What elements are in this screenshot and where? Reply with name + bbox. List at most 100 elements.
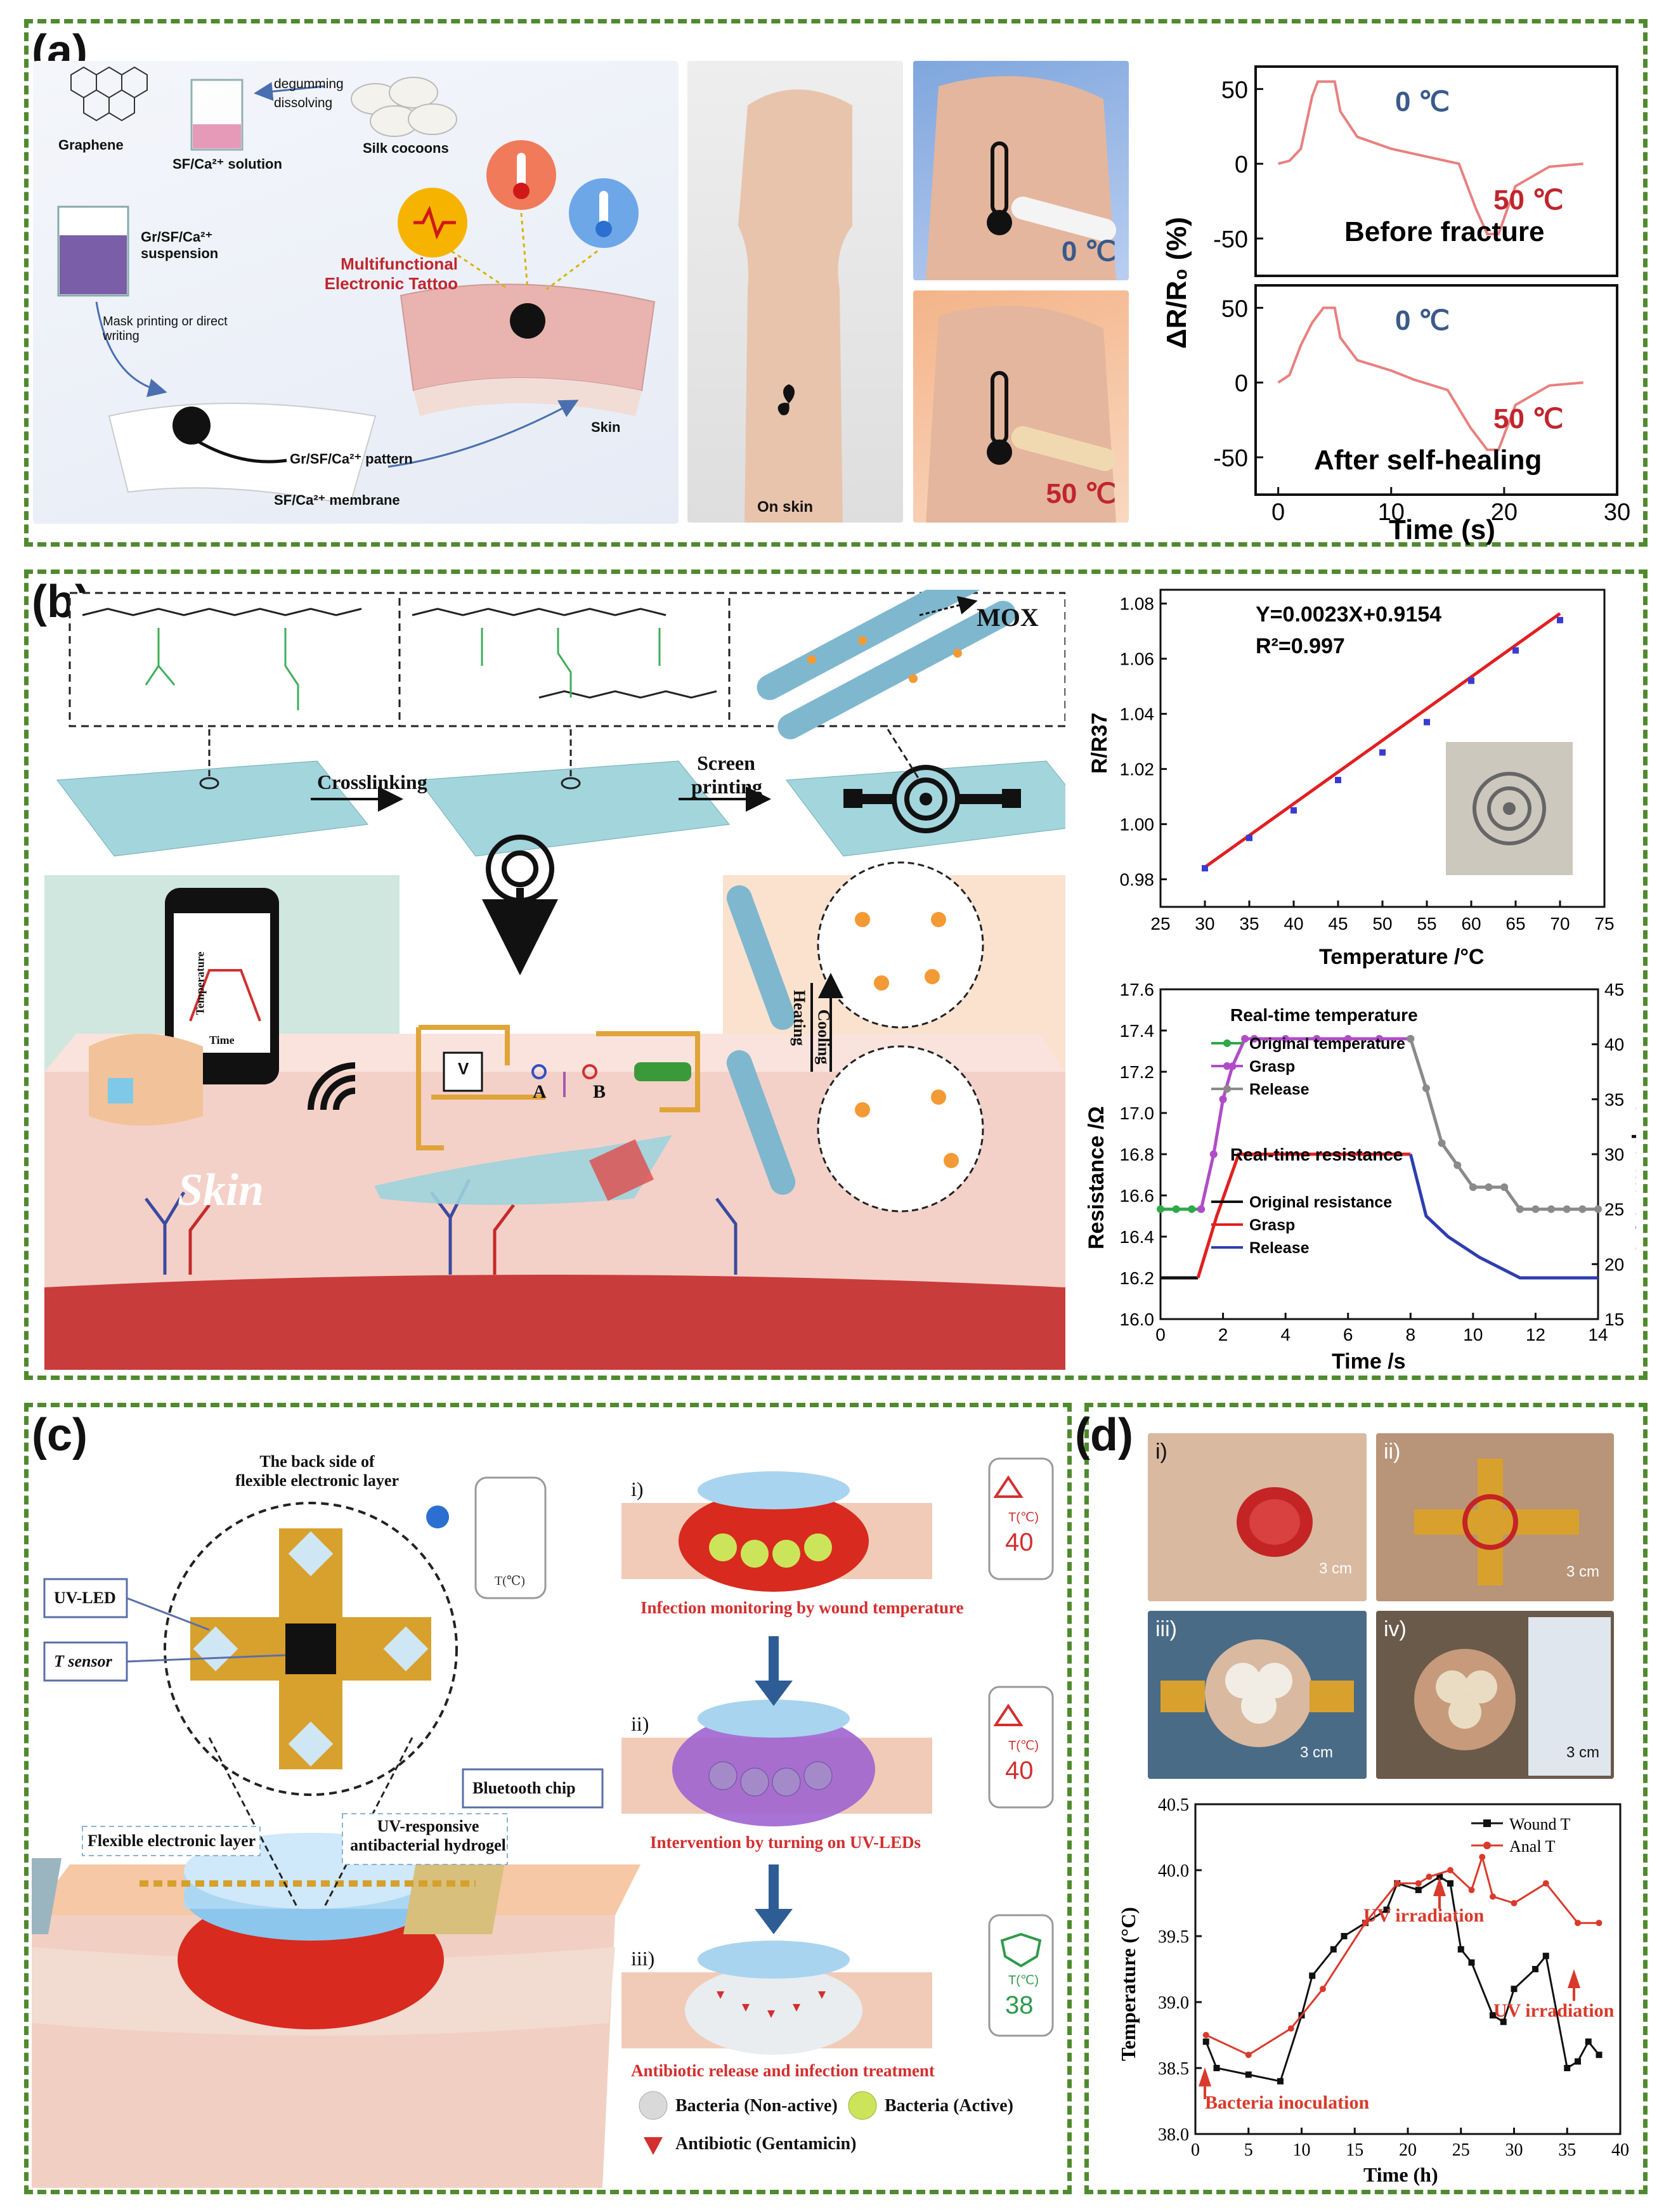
chart-d-legend: Wound T Anal T [1471, 1815, 1570, 1856]
anal-point [1287, 2025, 1294, 2032]
y-tick-label: -50 [1213, 226, 1248, 253]
realtime-series-point [1469, 1183, 1477, 1191]
y-tick-label: 0 [1235, 152, 1248, 178]
anal-point [1511, 1900, 1518, 1906]
x-tick-label: 10 [1378, 499, 1405, 526]
y-tick-label: 0.98 [1120, 870, 1155, 890]
sensor-photo-inset [1446, 742, 1573, 875]
schematic-b-drawing [44, 590, 1065, 1370]
cooling-label: Cooling [814, 1009, 833, 1065]
membrane-label: SF/Ca²⁺ membrane [274, 492, 400, 508]
anal-point [1426, 1873, 1433, 1880]
calib-point [1468, 677, 1474, 684]
voltmeter-icon [443, 1051, 483, 1092]
wound-point [1585, 2038, 1592, 2045]
photo-cold: 0 ℃ [913, 61, 1129, 280]
y-right-tick-label: 20 [1604, 1254, 1624, 1274]
y-tick-label: 39.5 [1158, 1927, 1189, 1947]
y-tick-label: 16.8 [1120, 1145, 1155, 1164]
uv-led-label: UV-LED [54, 1589, 116, 1607]
clover-tattoo-icon [777, 384, 795, 415]
realtime-series-point [1438, 1139, 1446, 1147]
wound-point [1330, 1946, 1337, 1953]
x-tick-label: 60 [1461, 914, 1481, 934]
legend-marker [1223, 1039, 1231, 1047]
wound-point [1213, 2065, 1220, 2071]
x-tick-label: 20 [1491, 499, 1518, 526]
wound-point [1500, 2019, 1507, 2026]
upper-cold-label: 0 ℃ [1395, 86, 1450, 117]
realtime-res-title: Real-time resistance [1230, 1145, 1403, 1164]
realtime-temp-title: Real-time temperature [1230, 1005, 1418, 1025]
wound-point [1436, 1873, 1443, 1880]
back-side-label: The back side of flexible electronic lay… [235, 1452, 399, 1490]
t-sensor-box [43, 1641, 128, 1682]
anal-point [1479, 1854, 1486, 1861]
upper-title: Before fracture [1344, 216, 1544, 247]
step-iii-unit: T(℃) [1008, 1974, 1039, 1988]
calib-point [1512, 647, 1519, 654]
node-b-label: B [593, 1081, 606, 1102]
y-right-tick-label: 15 [1604, 1310, 1624, 1329]
wound-point [1202, 2038, 1209, 2045]
curve-after-self-healing [1277, 306, 1583, 452]
step-i-scene [621, 1471, 932, 1592]
y-tick-label: 16.0 [1120, 1310, 1155, 1329]
anal-point [1468, 1887, 1475, 1894]
legend-label: Grasp [1249, 1216, 1295, 1234]
y-tick-label: 17.6 [1120, 983, 1155, 999]
step-i-unit: T(℃) [1008, 1511, 1039, 1525]
x-tick-label: 14 [1588, 1325, 1608, 1344]
schematic-a-drawing [57, 66, 656, 506]
anal-point [1596, 1920, 1603, 1927]
y-right-tick-label: 40 [1604, 1035, 1624, 1055]
y-tick-label: 17.0 [1120, 1103, 1155, 1123]
legend-wound: Wound T [1509, 1815, 1570, 1833]
lower-cold-label: 0 ℃ [1395, 305, 1450, 336]
realtime-series-point [1250, 1035, 1258, 1043]
y-tick-label: -50 [1213, 445, 1248, 472]
mox-label: MOX [977, 603, 1039, 632]
realtime-series-point [1485, 1183, 1493, 1191]
y-tick-label: 1.02 [1120, 760, 1155, 779]
lower-hot-label: 50 ℃ [1493, 403, 1564, 434]
fist-drawing [738, 89, 852, 523]
antibiotic-icon [644, 2137, 663, 2155]
photo-hot: 50 ℃ [913, 290, 1129, 523]
wound-point [1575, 2058, 1581, 2065]
y-tick-label: 16.4 [1120, 1227, 1155, 1247]
photo-d-iv-scale: 3 cm [1566, 1744, 1600, 1761]
annotation-uv-2: UV irradiation [1493, 2000, 1615, 2021]
wound-point [1309, 1972, 1316, 1979]
suspension-beaker-icon [57, 205, 129, 297]
wound-point [1415, 1887, 1422, 1894]
calib-xlabel: Temperature /°C [1319, 945, 1484, 969]
realtime-series-point [1375, 1035, 1383, 1043]
panel-d-label: (d) [1075, 1410, 1133, 1461]
phone-y-label: Temperature [193, 951, 207, 1015]
panel-a-schematic: Graphene degumming dissolving Silk cocoo… [33, 61, 679, 524]
legend-active: Bacteria (Active) [885, 2096, 1013, 2116]
x-tick-label: 65 [1505, 914, 1525, 934]
flexible-layer-label: Flexible electronic layer [88, 1831, 256, 1850]
realtime-series-point [1594, 1205, 1602, 1213]
bacteria-active-icon [848, 2091, 877, 2120]
y-tick-label: 1.00 [1120, 815, 1155, 835]
realtime-series-point [1282, 1035, 1290, 1043]
x-tick-label: 35 [1239, 914, 1259, 934]
crosslinking-label: Crosslinking [317, 771, 427, 793]
y-tick-label: 1.06 [1120, 649, 1155, 669]
realtime-series-point [1547, 1205, 1556, 1213]
graphene-label: Graphene [58, 137, 124, 153]
anal-point [1575, 1920, 1581, 1927]
photo-d-iii-scale: 3 cm [1300, 1744, 1334, 1761]
calib-point [1335, 777, 1341, 783]
shield-check-icon [1000, 1932, 1042, 1968]
realtime-series-point [1531, 1205, 1540, 1213]
x-tick-label: 25 [1150, 914, 1170, 934]
x-tick-label: 55 [1417, 914, 1436, 934]
schematic-c-drawing [32, 1457, 1054, 2188]
step-ii-value: 40 [1005, 1757, 1034, 1785]
on-skin-label: On skin [757, 498, 814, 516]
